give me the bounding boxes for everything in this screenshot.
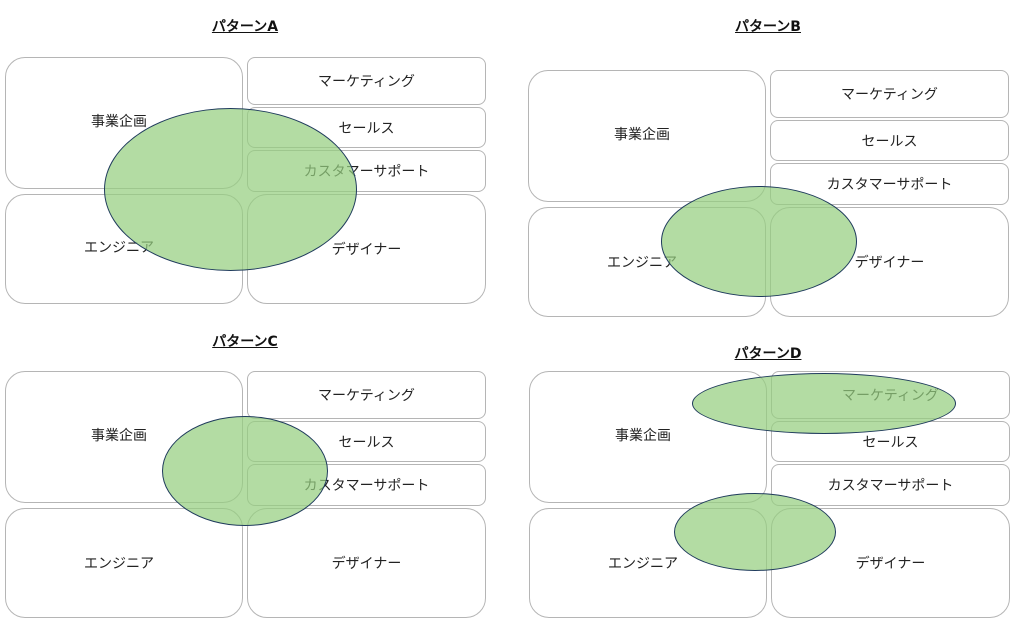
panel-title: パターンD: [734, 346, 802, 362]
overlap-ellipse-bottom: [674, 493, 836, 571]
panel-pattern-d: パターンD 事業企画 エンジニア マーケティング セールス カスタマーサポート …: [523, 315, 1013, 635]
overlap-ellipse-top: [692, 373, 956, 434]
panel-title: パターンA: [211, 19, 279, 35]
box-marketing: マーケティング: [770, 70, 1009, 118]
panel-title: パターンC: [212, 334, 278, 350]
panel-pattern-c: パターンC 事業企画 エンジニア マーケティング セールス カスタマーサポート …: [0, 315, 490, 635]
box-marketing: マーケティング: [247, 57, 486, 105]
box-planning: 事業企画: [528, 70, 766, 202]
panel-pattern-b: パターンB 事業企画 エンジニア マーケティング セールス カスタマーサポート …: [523, 0, 1013, 320]
box-engineer: エンジニア: [5, 508, 243, 618]
box-designer: デザイナー: [247, 508, 486, 618]
panel-pattern-a: パターンA 事業企画 エンジニア マーケティング セールス カスタマーサポート …: [0, 0, 490, 320]
overlap-ellipse: [661, 186, 857, 297]
box-support: カスタマーサポート: [771, 464, 1010, 506]
box-marketing: マーケティング: [247, 371, 486, 419]
overlap-ellipse: [162, 416, 328, 526]
box-sales: セールス: [770, 120, 1009, 161]
panel-title: パターンB: [735, 19, 801, 35]
overlap-ellipse: [104, 108, 357, 271]
